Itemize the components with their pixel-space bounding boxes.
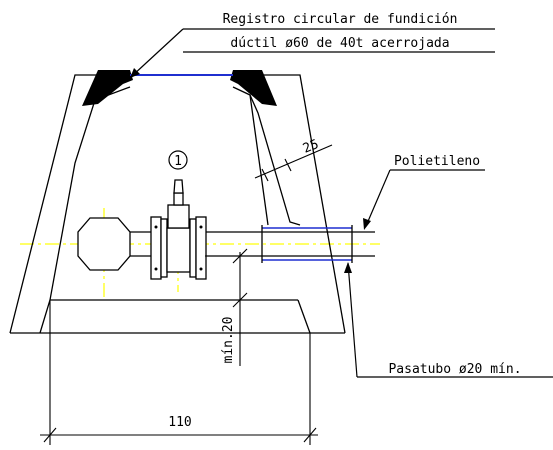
pasatubo-sleeve (262, 227, 352, 261)
polietileno-arrowhead (363, 218, 371, 230)
valve-ball-body (77, 217, 131, 271)
chamber-right-wall-outer (233, 74, 346, 334)
wall-thickness-dimension (254, 144, 333, 182)
registro-leader-line (131, 28, 184, 77)
flange-bolt (154, 225, 158, 229)
chamber-right-wall-inner (232, 86, 269, 226)
chamber-left-wall-outer (9, 74, 130, 334)
min-height-dimension (205, 248, 255, 366)
flange-bolt (154, 267, 158, 271)
dim-min-tick-bottom (232, 292, 248, 308)
dim-110-tick-left (43, 427, 57, 443)
polietileno-label: Polietileno (394, 154, 480, 169)
dim-min-tick-top (232, 248, 248, 264)
frame-support-right (230, 70, 277, 106)
flange-bolt (199, 267, 203, 271)
registro-arrowhead (130, 68, 140, 78)
dim-min-label: mín.20 (221, 317, 236, 364)
item-number: 1 (174, 154, 182, 169)
valve-flange-right (195, 216, 207, 280)
registro-label-line-2: dúctil ø60 de 40t acerrojada (230, 36, 449, 51)
chamber-left-wall-inner (39, 86, 131, 334)
sleeve-end-caps (261, 225, 353, 263)
valve-flange-bolts (154, 225, 203, 271)
item-number-circle (168, 150, 188, 170)
registro-label-line-1: Registro circular de fundición (223, 12, 458, 27)
dim-25-label: 25 (301, 137, 321, 157)
valve-body (166, 227, 191, 273)
valve-flange-right-inner (189, 218, 197, 278)
frame-support-left (82, 70, 133, 106)
dim-25-line (254, 144, 333, 179)
pasatubo-label: Pasatubo ø20 mín. (388, 362, 521, 377)
registro-leader (131, 28, 495, 77)
dim-110-label: 110 (168, 415, 191, 430)
chamber-floor-right (297, 299, 311, 334)
manhole-frame-supports (82, 70, 277, 106)
valve-stem (173, 192, 184, 206)
valve-flange-left-inner (160, 218, 168, 278)
valve-bonnet (167, 204, 190, 229)
dim-25-tick-2 (284, 158, 292, 172)
gate-valve (150, 179, 207, 280)
dim-110-tick-right (303, 427, 317, 443)
valve-stem-cap (173, 179, 184, 194)
pasatubo-arrowhead (344, 262, 352, 273)
flange-bolt (199, 225, 203, 229)
dim-25-tick-1 (261, 168, 269, 182)
pasatubo-leader-line (347, 262, 358, 378)
polietileno-leader-line (365, 169, 391, 227)
chamber-right-wall-back (249, 94, 301, 226)
width-dimension (40, 300, 318, 445)
